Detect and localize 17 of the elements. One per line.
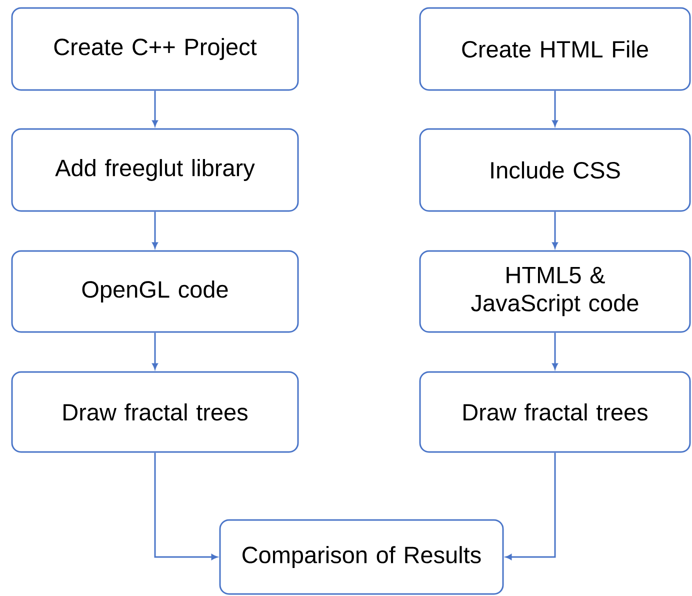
process-box: HTML5 & JavaScript code	[419, 250, 691, 333]
process-box: Add freeglut library	[11, 128, 299, 212]
process-box: Comparison of Results	[219, 519, 504, 595]
arrow	[154, 452, 218, 560]
arrow	[152, 212, 158, 248]
arrow	[152, 90, 158, 126]
arrow	[552, 212, 558, 248]
process-box: Create HTML File	[419, 7, 691, 91]
arrow	[552, 332, 558, 370]
process-box: Create C++ Project	[11, 7, 299, 91]
arrow	[552, 90, 558, 126]
arrow	[506, 452, 556, 560]
process-box: OpenGL code	[11, 250, 299, 333]
process-box: Include CSS	[419, 128, 691, 212]
process-box: Draw fractal trees	[11, 371, 299, 453]
arrow	[152, 332, 158, 370]
process-box: Draw fractal trees	[419, 371, 691, 453]
